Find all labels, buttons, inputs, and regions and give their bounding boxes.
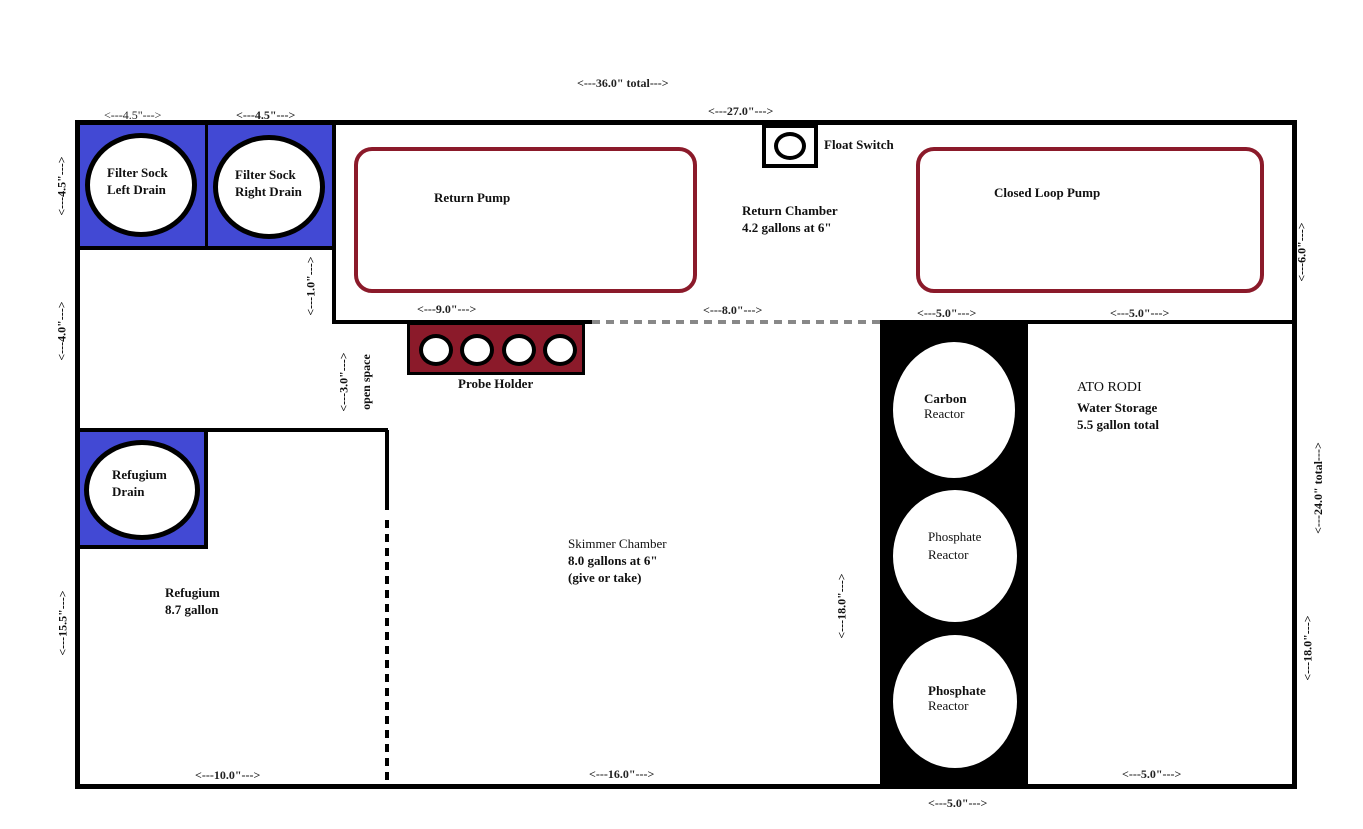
dim-sock-height: <---4.5"--->: [54, 156, 69, 216]
probe-holder-label: Probe Holder: [458, 376, 534, 391]
phosphate-reactor-2-label-2: Reactor: [928, 698, 969, 713]
float-switch-label: Float Switch: [824, 137, 894, 152]
dim-sock-left-width: <---4.5"--->: [104, 108, 162, 122]
skimmer-volume: 8.0 gallons at 6": [568, 553, 658, 568]
storage-label-1: ATO RODI: [1077, 380, 1142, 395]
phosphate-reactor-1-label-1: Phosphate: [928, 529, 982, 544]
sock-right-label-2: Right Drain: [235, 184, 302, 199]
sock-bottom-wall: [77, 246, 335, 250]
dim-return-height: <---6.0"--->: [1294, 222, 1309, 282]
carbon-reactor: [893, 342, 1015, 478]
dim-total-height: <---24.0" total--->: [1310, 442, 1325, 534]
probe-slot: [543, 334, 577, 366]
dim-mid-8: <---8.0"--->: [703, 303, 763, 317]
return-chamber-label: Return Chamber: [742, 203, 838, 218]
probe-slot: [502, 334, 536, 366]
probe-slot: [419, 334, 453, 366]
refugium-top-wall: [77, 428, 388, 432]
refugium-label: Refugium: [165, 585, 220, 600]
refugium-drain-bottom: [77, 545, 208, 549]
refugium-baffle-dashed: [385, 520, 389, 784]
dim-pump-9: <---9.0"--->: [417, 302, 477, 316]
open-space-label: open space: [358, 354, 373, 410]
dim-storage-height: <---18.0"--->: [1300, 615, 1315, 681]
wall-right: [1292, 120, 1297, 789]
sock-left-label-1: Filter Sock: [107, 165, 168, 180]
refugium-drain-label-2: Drain: [112, 484, 145, 499]
dim-skimmer-width: <---16.0"--->: [589, 767, 655, 781]
float-switch-icon: [774, 132, 806, 160]
dim-gap-1: <---1.0"--->: [303, 256, 318, 316]
dim-clp-5b: <---5.0"--->: [1110, 306, 1170, 320]
dim-reactor-width: <---5.0"--->: [928, 796, 988, 810]
skimmer-note: (give or take): [568, 570, 642, 585]
dim-total-width: <---36.0" total--->: [577, 76, 669, 90]
storage-label-3: 5.5 gallon total: [1077, 417, 1159, 432]
dim-storage-width: <---5.0"--->: [1122, 767, 1182, 781]
skimmer-label: Skimmer Chamber: [568, 536, 667, 551]
phosphate-reactor-2-label-1: Phosphate: [928, 683, 986, 698]
carbon-reactor-label-2: Reactor: [924, 406, 965, 421]
refugium-drain-wall: [204, 430, 208, 548]
refugium-volume: 8.7 gallon: [165, 602, 219, 617]
phosphate-reactor-2: [893, 635, 1017, 768]
dim-skimmer-height: <---18.0"--->: [834, 573, 849, 639]
carbon-reactor-label-1: Carbon: [924, 391, 967, 406]
refugium-drain: [84, 440, 200, 540]
refugium-baffle: [385, 430, 389, 510]
sock-right-drain: [213, 135, 325, 239]
phosphate-reactor-1: [893, 490, 1017, 622]
return-bottom-wall-right: [880, 320, 1294, 324]
sock-left-label-2: Left Drain: [107, 182, 166, 197]
closed-loop-pump: [916, 147, 1264, 293]
float-switch: [762, 124, 818, 168]
probe-slot: [460, 334, 494, 366]
sock-left-drain: [85, 133, 197, 237]
dim-refugium-height: <---15.5"--->: [55, 590, 70, 656]
return-left-wall: [332, 122, 336, 324]
phosphate-reactor-1-label-2: Reactor: [928, 547, 969, 562]
sock-divider: [205, 122, 208, 247]
sock-right-label-1: Filter Sock: [235, 167, 296, 182]
dim-left-4: <---4.0"--->: [54, 301, 69, 361]
probe-holder: [407, 322, 585, 375]
dim-open-3: <---3.0"--->: [336, 352, 351, 412]
storage-label-2: Water Storage: [1077, 400, 1158, 415]
return-chamber-volume: 4.2 gallons at 6": [742, 220, 832, 235]
dim-sock-right-width: <---4.5"--->: [236, 108, 296, 122]
return-pump-label: Return Pump: [434, 190, 511, 205]
wall-bottom: [75, 784, 1297, 789]
dim-clp-5a: <---5.0"--->: [917, 306, 977, 320]
closed-loop-pump-label: Closed Loop Pump: [994, 185, 1101, 200]
wall-top: [75, 120, 1297, 125]
dim-refugium-width: <---10.0"--->: [195, 768, 261, 782]
return-pump: [354, 147, 697, 293]
refugium-drain-label-1: Refugium: [112, 467, 167, 482]
dim-return-width: <---27.0"--->: [708, 104, 774, 118]
return-baffle-dashed: [592, 320, 880, 324]
wall-left: [75, 120, 80, 789]
